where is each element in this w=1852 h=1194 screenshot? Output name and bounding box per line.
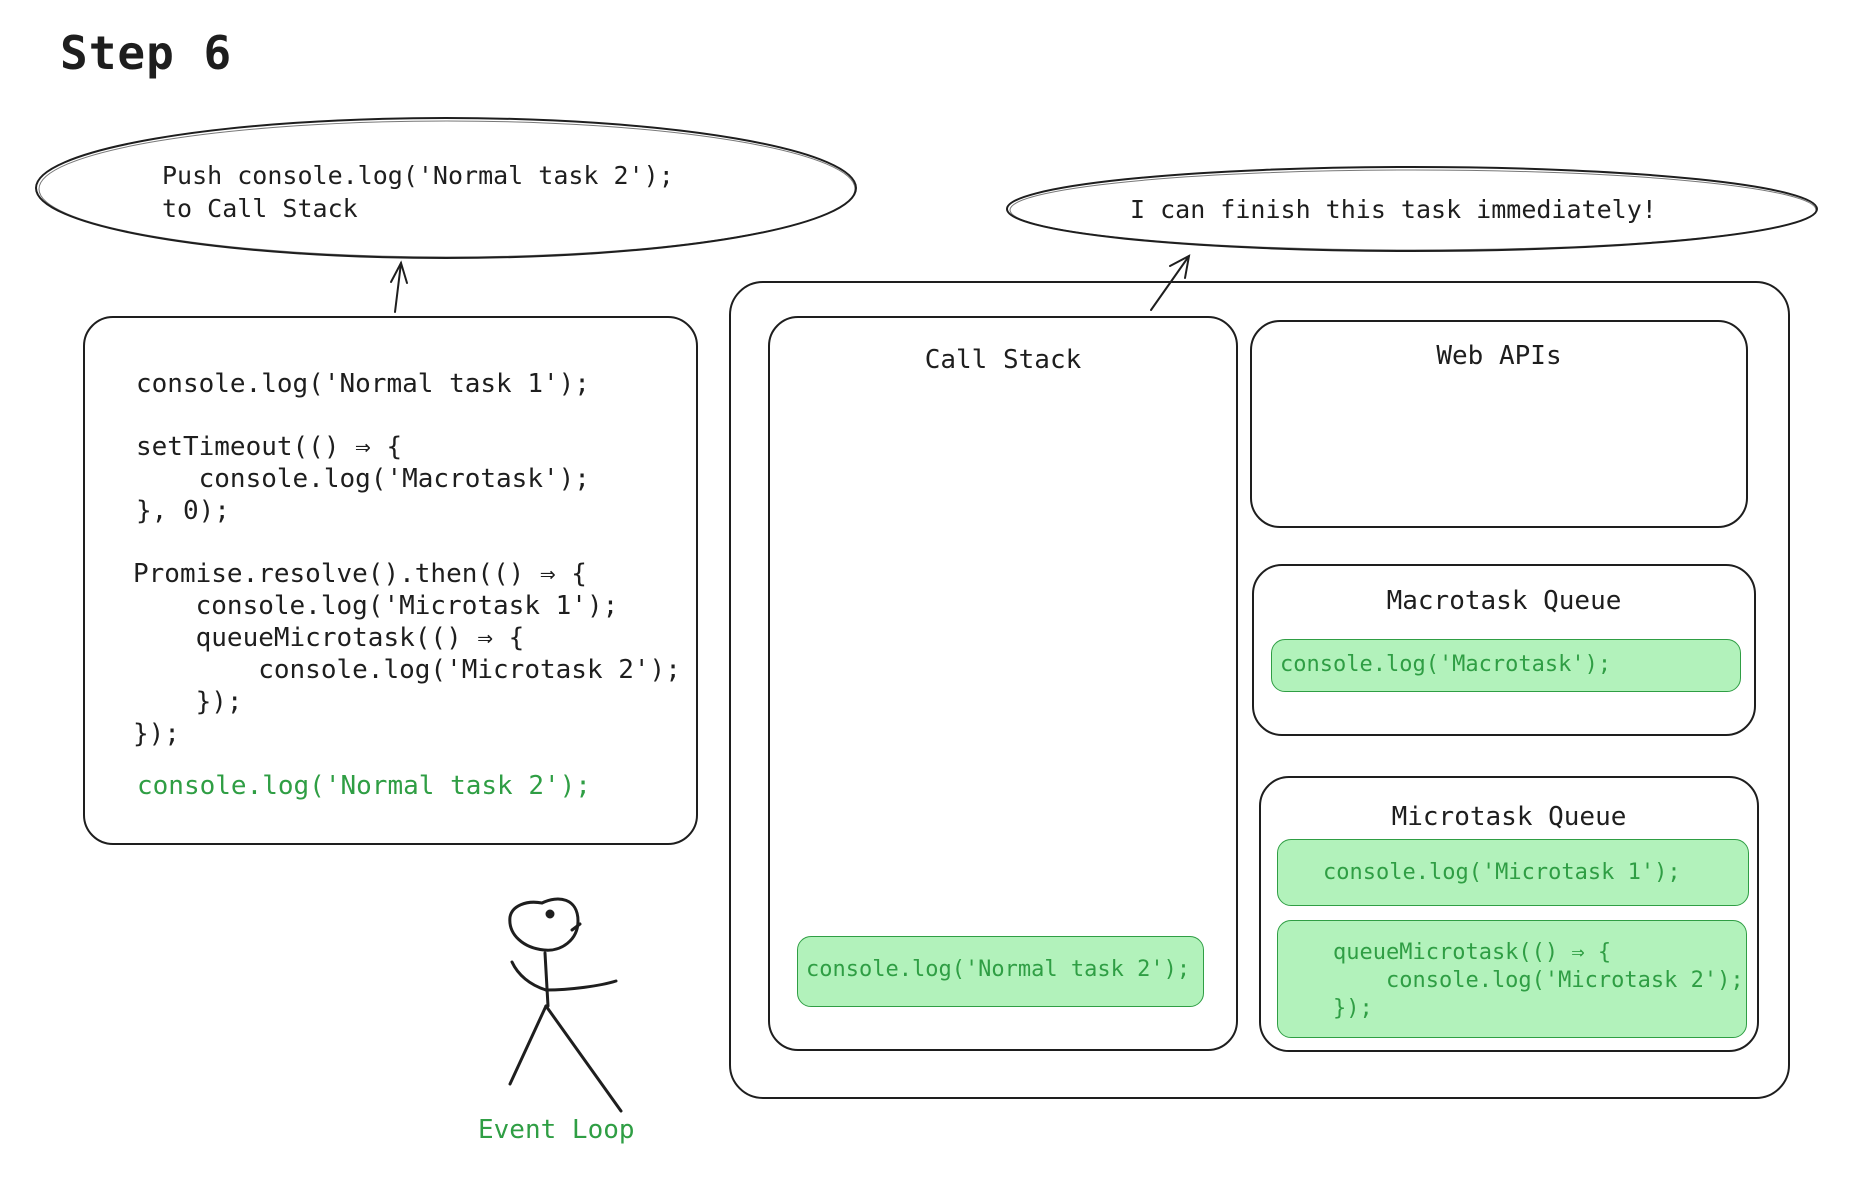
microtask-queue-item-2: queueMicrotask(() ⇒ { console.log('Micro… — [1277, 920, 1747, 1038]
call-stack-panel — [768, 316, 1238, 1051]
macrotask-queue-item: console.log('Macrotask'); — [1271, 639, 1741, 692]
right-arrow — [1150, 254, 1191, 311]
code-block-promise: Promise.resolve().then(() ⇒ { console.lo… — [133, 559, 681, 749]
code-box — [83, 316, 698, 845]
event-loop-label: Event Loop — [478, 1115, 635, 1145]
left-arrow — [390, 260, 408, 313]
call-stack-title: Call Stack — [924, 345, 1082, 375]
microtask-queue-title: Microtask Queue — [1391, 802, 1627, 832]
step-title: Step 6 — [60, 26, 233, 80]
right-speech-bubble — [1006, 166, 1818, 252]
right-bubble-text: I can finish this task immediately! — [1130, 195, 1657, 224]
microtask-queue-panel — [1259, 776, 1759, 1052]
web-apis-panel — [1250, 320, 1748, 528]
code-block-settimeout: setTimeout(() ⇒ { console.log('Macrotask… — [136, 432, 590, 526]
microtask-queue-item-1: console.log('Microtask 1'); — [1277, 839, 1749, 906]
macrotask-queue-panel — [1252, 564, 1756, 736]
macrotask-queue-title: Macrotask Queue — [1386, 586, 1622, 616]
stick-figure-icon — [508, 897, 623, 1113]
call-stack-item: console.log('Normal task 2'); — [797, 936, 1204, 1007]
web-apis-title: Web APIs — [1436, 341, 1562, 371]
code-highlighted-line: console.log('Normal task 2'); — [137, 771, 591, 801]
left-speech-bubble — [35, 117, 857, 259]
code-line-1: console.log('Normal task 1'); — [136, 369, 590, 399]
runtime-container — [729, 281, 1790, 1099]
left-bubble-text: Push console.log('Normal task 2'); to Ca… — [162, 161, 674, 223]
